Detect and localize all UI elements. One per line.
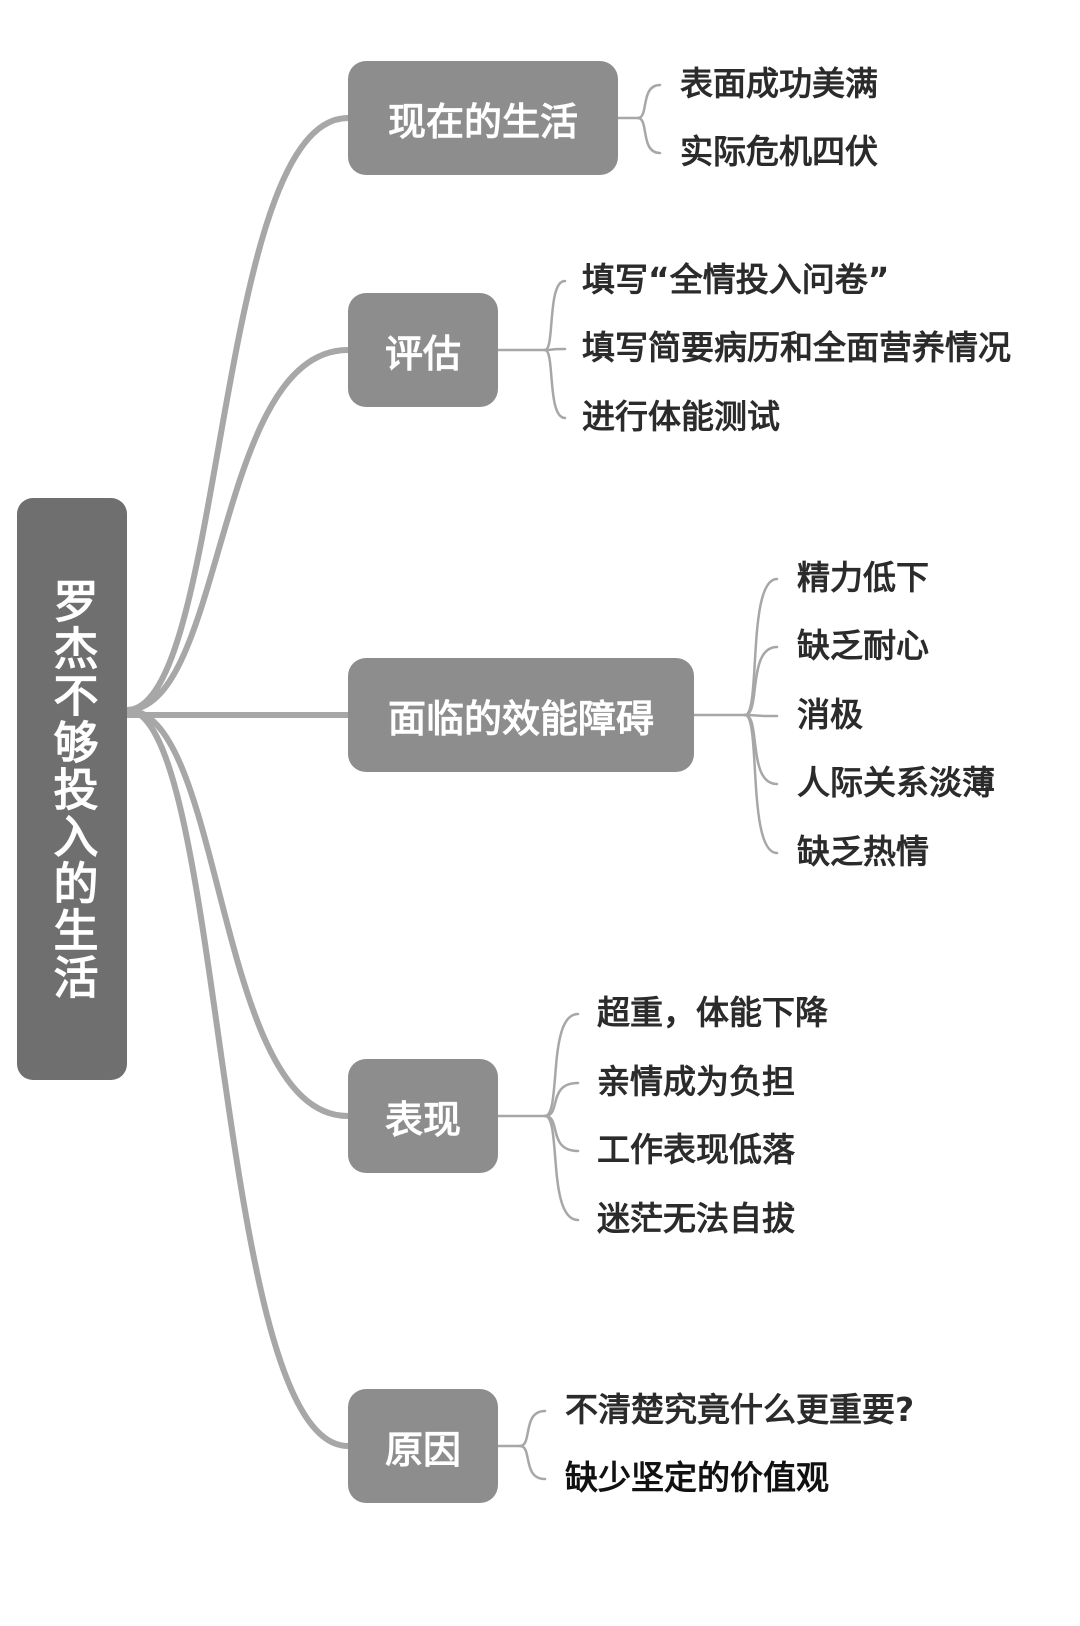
leaf-connector xyxy=(743,713,779,718)
branch-label: 表现 xyxy=(384,1097,461,1142)
leaf-item: 超重，体能下降 xyxy=(597,993,828,1032)
leaf-connector xyxy=(518,1444,547,1481)
leaf-connector xyxy=(543,1012,580,1118)
branch-assessment: 评估 xyxy=(348,293,498,407)
leaf-connector xyxy=(636,83,662,120)
branch-current-life: 现在的生活 xyxy=(348,61,618,175)
leaf-item: 缺乏耐心 xyxy=(797,626,929,665)
leaf-item: 填写简要病历和全面营养情况 xyxy=(582,328,1011,367)
root-title: 罗杰不够投入的生活 xyxy=(45,577,99,1001)
leaf-item: 缺乏热情 xyxy=(797,832,929,871)
leaf-connector xyxy=(743,713,779,855)
leaf-item: 精力低下 xyxy=(797,558,929,597)
leaf-connector xyxy=(543,1081,580,1118)
branch-label: 原因 xyxy=(384,1427,461,1472)
branch-label: 现在的生活 xyxy=(387,99,578,144)
leaf-connector xyxy=(743,645,779,717)
leaf-item: 进行体能测试 xyxy=(582,397,780,436)
leaf-connector xyxy=(518,1409,547,1448)
branch-label: 评估 xyxy=(384,331,461,376)
leaf-item: 人际关系淡薄 xyxy=(797,763,995,802)
branch-symptoms: 表现 xyxy=(348,1059,498,1173)
leaf-item: 实际危机四伏 xyxy=(680,132,878,171)
leaf-item: 工作表现低落 xyxy=(597,1130,795,1169)
root-node: 罗杰不够投入的生活 xyxy=(17,498,127,1080)
root-connector xyxy=(124,347,351,713)
branch-causes: 原因 xyxy=(348,1389,498,1503)
leaf-item: 填写“全情投入问卷” xyxy=(582,260,890,299)
leaf-connector xyxy=(543,279,567,352)
leaf-connector xyxy=(743,577,779,717)
branch-performance-barriers: 面临的效能障碍 xyxy=(348,658,694,772)
leaf-connector xyxy=(543,348,567,420)
leaf-item: 不清楚究竟什么更重要? xyxy=(565,1390,915,1429)
root-connector xyxy=(124,707,351,1449)
root-connector xyxy=(124,707,351,1119)
leaf-item-emphasis: 缺少坚定的价值观 xyxy=(565,1458,829,1497)
leaf-item: 迷茫无法自拔 xyxy=(597,1199,795,1238)
leaf-item: 亲情成为负担 xyxy=(597,1062,795,1101)
leaf-connector xyxy=(543,1114,580,1222)
leaf-item: 消极 xyxy=(797,695,863,734)
root-connector xyxy=(124,115,351,713)
branch-label: 面临的效能障碍 xyxy=(387,696,654,741)
leaf-connector xyxy=(636,116,662,155)
leaf-item: 表面成功美满 xyxy=(680,64,878,103)
leaf-connector xyxy=(543,347,567,352)
